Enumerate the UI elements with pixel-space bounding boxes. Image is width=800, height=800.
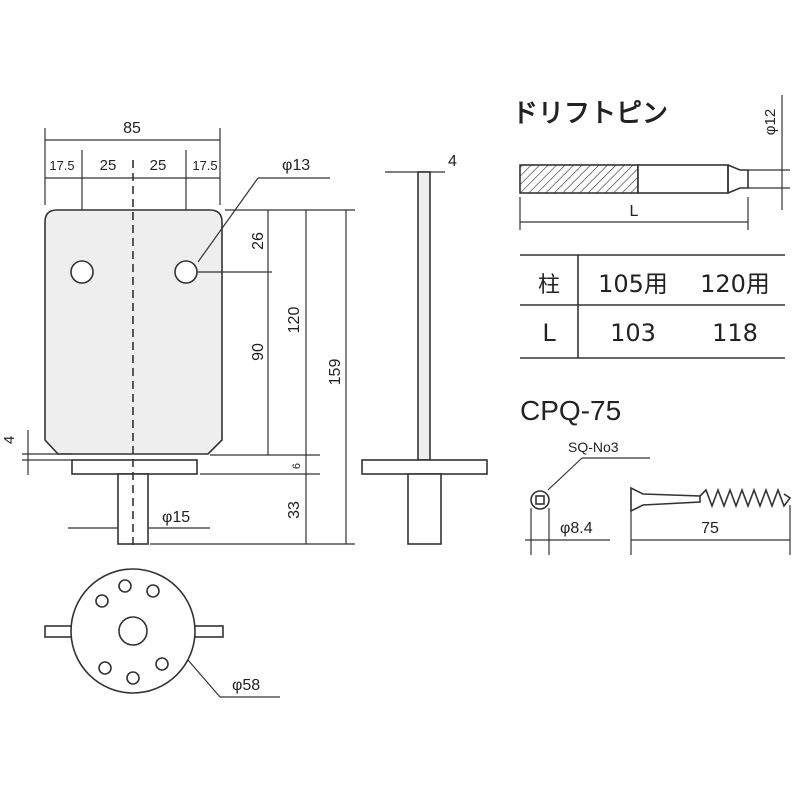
dim-4-label: 4: [1, 436, 18, 444]
screw-head-label: SQ-No3: [568, 439, 619, 455]
side-base-plate: [361, 459, 488, 475]
leader-screw-head: [547, 457, 583, 491]
table-header-120: 120用: [700, 270, 770, 298]
bottom-view: φ58: [44, 568, 280, 698]
center-hole: [118, 616, 148, 646]
dim-17-5-right: 17.5: [192, 158, 217, 173]
dim-120-label: 120: [286, 307, 303, 334]
screw-title: CPQ-75: [520, 395, 621, 426]
plate-dia-label: φ58: [232, 677, 260, 694]
drift-pin-section: ドリフトピン φ12 L 柱 105用 120用 L 103 118: [512, 95, 790, 359]
pin-tip: [727, 164, 749, 194]
dim-25-right: 25: [150, 157, 167, 174]
side-pipe: [407, 473, 442, 545]
pin-dia-label: φ12: [762, 109, 779, 135]
base-plate: [71, 459, 198, 475]
leader-plate: [187, 659, 221, 698]
hole-dia-label: φ13: [282, 157, 310, 174]
leader-hole: [197, 177, 259, 263]
table-header-105: 105用: [598, 270, 668, 298]
plate-hole-1: [95, 594, 109, 608]
screw-length-label: 75: [701, 520, 719, 537]
pipe: [117, 473, 149, 545]
table-value-105: 103: [610, 319, 656, 347]
plate-hole-5: [126, 671, 140, 685]
drift-pin-title: ドリフトピン: [512, 98, 668, 128]
plate-hole-6: [155, 657, 169, 671]
pipe-dia-label: φ15: [162, 509, 190, 526]
table-value-120: 118: [712, 319, 758, 347]
dim-17-5-left: 17.5: [49, 158, 74, 173]
screw-head-circle: [530, 490, 550, 510]
side-plate: [417, 171, 431, 461]
screw-thread: [699, 487, 792, 509]
screw-dia-label: φ8.4: [560, 520, 593, 537]
pin-plain-section: [637, 164, 729, 194]
table-row-label: L: [542, 319, 556, 347]
side-view: 4: [361, 153, 488, 545]
square-drive-icon: [535, 495, 545, 505]
L-label: L: [630, 203, 639, 220]
dim-6-label: 6: [291, 463, 303, 469]
bolt-hole-left: [70, 260, 94, 284]
dim-159-label: 159: [327, 359, 344, 386]
thickness-label: 4: [448, 153, 457, 170]
front-view: 85 17.5 25 25 17.5 φ13 26: [1, 120, 355, 545]
dim-25-left: 25: [100, 157, 117, 174]
dim-26-label: 26: [250, 232, 267, 250]
screw-shank: [630, 486, 701, 513]
plate-hole-3: [146, 584, 160, 598]
dim-85-label: 85: [123, 120, 141, 137]
dim-90-label: 90: [250, 343, 267, 361]
dim-33-label: 33: [286, 501, 303, 519]
screw-section: CPQ-75 SQ-No3 φ8.4 75: [520, 395, 792, 555]
pin-hatched-section: [519, 164, 639, 194]
plate-hole-2: [118, 579, 132, 593]
bolt-hole-right: [174, 260, 198, 284]
table-header-col: 柱: [538, 273, 560, 298]
plate-hole-4: [98, 661, 112, 675]
